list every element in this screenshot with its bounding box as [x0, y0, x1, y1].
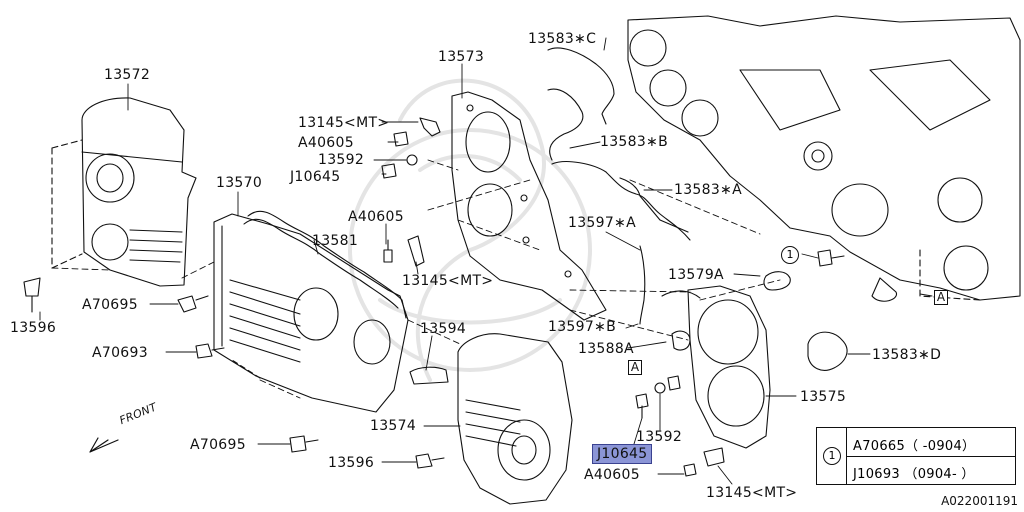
part-13145-tensioner-mid — [407, 235, 425, 267]
callout-13597-a[interactable]: 13597∗A — [568, 215, 636, 231]
part-13145-tensioner-lower — [703, 447, 725, 467]
callout-j10645-selected[interactable]: J10645 — [592, 444, 653, 464]
part-13594-bracket — [409, 366, 449, 385]
callout-13596-left[interactable]: 13596 — [10, 320, 57, 336]
callout-j10645-upper[interactable]: J10645 — [290, 169, 341, 185]
callout-a70695-upper[interactable]: A70695 — [82, 297, 138, 313]
callout-13145-mt-upper[interactable]: 13145<MT> — [298, 115, 390, 131]
leader-lines — [39, 37, 933, 485]
callout-13592-lower[interactable]: 13592 — [636, 429, 683, 445]
callout-13588a[interactable]: 13588A — [578, 341, 634, 357]
callout-13573[interactable]: 13573 — [438, 49, 485, 65]
reference-marker-a-right: A — [934, 290, 948, 305]
front-arrow-icon — [89, 437, 119, 453]
callout-13592-upper[interactable]: 13592 — [318, 152, 365, 168]
callout-13572[interactable]: 13572 — [104, 67, 151, 83]
part-13581-gasket-inner — [243, 218, 399, 309]
diagram-id: A022001191 — [941, 494, 1018, 508]
legend-table: 1 A70665（ -0904） J10693 （0904- ） — [816, 427, 1016, 485]
callout-13145-mt-lower[interactable]: 13145<MT> — [706, 485, 798, 501]
callout-13579a[interactable]: 13579A — [668, 267, 724, 283]
legend-marker: 1 — [823, 447, 841, 465]
part-13583-c-gasket — [547, 47, 615, 125]
watermark-emblem — [348, 78, 592, 382]
part-13145-tensioner-upper — [419, 117, 441, 137]
part-13570-left-cover — [213, 213, 409, 413]
legend-divider-horizontal — [846, 456, 1015, 457]
part-13597-a-seal — [639, 245, 646, 325]
callout-13574[interactable]: 13574 — [370, 418, 417, 434]
callout-13145-mt-mid[interactable]: 13145<MT> — [402, 273, 494, 289]
assembly-lines — [51, 159, 781, 399]
callout-13583-a[interactable]: 13583∗A — [674, 182, 742, 198]
callout-13583-c[interactable]: 13583∗C — [528, 31, 597, 47]
part-13583-d-gasket — [807, 331, 848, 371]
callout-13575[interactable]: 13575 — [800, 389, 847, 405]
part-13579a-plug — [763, 271, 791, 291]
part-13575-right-cover — [661, 285, 771, 449]
callout-13583-b[interactable]: 13583∗B — [600, 134, 668, 150]
callout-a40605-upper[interactable]: A40605 — [298, 135, 354, 151]
callout-13581[interactable]: 13581 — [312, 233, 359, 249]
legend-row-2[interactable]: J10693 （0904- ） — [853, 467, 975, 482]
part-13574-lower-cover — [457, 333, 573, 505]
reference-marker-a-left: A — [628, 360, 642, 375]
part-13572-upper-cover — [51, 97, 197, 287]
callout-a40605-mid[interactable]: A40605 — [348, 209, 404, 225]
part-13581-gasket — [247, 210, 407, 319]
callout-a70695-lower[interactable]: A70695 — [190, 437, 246, 453]
part-13573-rear-plate — [451, 91, 607, 321]
part-13588a-seal — [671, 330, 691, 351]
part-13583-a-gasket — [619, 177, 689, 233]
engine-block-illustration — [627, 15, 1021, 302]
part-13583-b-gasket — [551, 161, 691, 241]
callout-13597-b[interactable]: 13597∗B — [548, 319, 616, 335]
callout-13583-d[interactable]: 13583∗D — [872, 347, 942, 363]
callout-13570[interactable]: 13570 — [216, 175, 263, 191]
callout-13594[interactable]: 13594 — [420, 321, 467, 337]
legend-row-1[interactable]: A70665（ -0904） — [853, 439, 976, 454]
part-13583-c-gasket-lower — [547, 88, 584, 161]
circled-one-marker: 1 — [781, 246, 799, 264]
callout-a40605-lower[interactable]: A40605 — [584, 467, 640, 483]
callout-a70693[interactable]: A70693 — [92, 345, 148, 361]
callout-13596-bottom[interactable]: 13596 — [328, 455, 375, 471]
